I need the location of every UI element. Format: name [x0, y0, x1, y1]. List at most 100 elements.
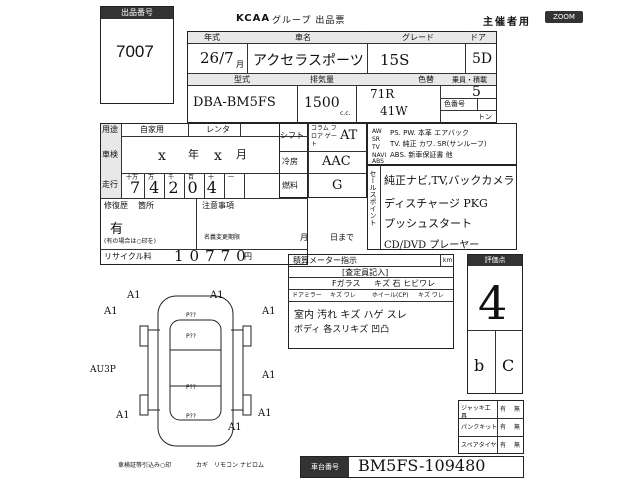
equipment-line-3: ABS. 新車保証書 他: [390, 151, 453, 159]
usage-rental: レンタ: [206, 125, 230, 134]
car-info-grid: [187, 31, 497, 123]
organizer-label: 主催者用: [483, 17, 531, 28]
shaken-year: 年: [188, 148, 199, 161]
zoom-badge: ZOOM: [545, 11, 583, 23]
inspection-note-2: ボディ 各スリキズ 凹凸: [294, 325, 390, 335]
tool-jack-no: 無: [514, 406, 521, 413]
inspector-label: [査定員記入]: [342, 268, 389, 277]
shaken-label: 車検: [102, 150, 118, 159]
year-month-label: 月: [236, 60, 244, 69]
fuel-value: G: [332, 178, 343, 193]
mirror-label: ドアミラー: [292, 292, 322, 299]
mileage-unit-4: 十: [208, 174, 215, 181]
tool-spare: スペアタイヤ: [461, 442, 497, 449]
equipment-item-aw: AW: [372, 128, 382, 135]
replace-meter-label: 積算メーター指示: [293, 256, 357, 265]
panel-p-3: P??: [186, 384, 196, 391]
name-change-day: 日まで: [330, 233, 354, 242]
doors-value: 5D: [472, 51, 493, 67]
damage-mark-7: AU3P: [90, 365, 116, 375]
mileage-unit-1: 万: [148, 174, 155, 181]
damage-mark-1: A1: [104, 306, 118, 317]
tool-puncture: パンクキット: [461, 424, 498, 431]
damage-mark-6: A1: [258, 408, 272, 419]
mirror-options: キズ ワレ: [330, 292, 356, 299]
col-displacement: 排気量: [310, 75, 334, 84]
mileage-unit-0: 十万: [126, 174, 139, 181]
mileage-value: 74204: [130, 178, 226, 197]
col-year: 年式: [204, 33, 220, 42]
chassis-label: 車台番号: [301, 457, 349, 477]
equipment-block: [367, 123, 517, 165]
diagram-remocon: リモコン: [214, 462, 239, 469]
equipment-item-tv: TV: [372, 144, 380, 151]
usage-own: 自家用: [140, 125, 164, 134]
damage-mark-9: A1: [228, 422, 242, 433]
lot-number-label: 出品番号: [101, 7, 173, 19]
color-code-value: 71R: [370, 87, 395, 101]
caution-label: 注意事項: [202, 201, 234, 210]
damage-mark-8: A1: [116, 410, 130, 421]
color-no-value: 41W: [380, 104, 408, 118]
equipment-line-1: PS. PW. 本革 エアバック: [390, 129, 469, 137]
damage-mark-3: A1: [210, 290, 224, 301]
col-capacity: 乗員・積載: [452, 76, 487, 84]
diagram-footer: 車検証等引込み○印: [118, 462, 172, 469]
fglass-options: キズ 石 ヒビワレ: [374, 279, 436, 288]
sales-note-2: ディスチャージ PKG: [384, 197, 488, 210]
damage-mark-5: A1: [262, 370, 276, 381]
vehicle-status-block: [100, 123, 308, 265]
wheel-options: キズ ワレ: [418, 292, 444, 299]
score-value: 4: [478, 276, 508, 330]
repair-note: (有の場合は○印を): [104, 238, 156, 245]
col-model: 型式: [234, 75, 250, 84]
lot-number: 7007: [116, 42, 154, 61]
damage-mark-4: A1: [262, 306, 276, 317]
repair-value: 有: [110, 222, 124, 237]
equipment-item-abs: ABS: [372, 158, 384, 165]
sales-note-4: CD/DVD プレーヤー: [384, 240, 480, 251]
chassis-row: [300, 456, 524, 478]
mileage-unit-2: 千: [168, 174, 175, 181]
header-logo: KCAA: [236, 13, 271, 24]
panel-p-2: P??: [186, 333, 196, 340]
model-value: DBA-BM5FS: [193, 95, 276, 110]
shaken-x2: x: [214, 148, 222, 164]
equipment-line-2: TV. 純正 カワ. SR(サンルーフ): [390, 140, 487, 148]
col-doors: ドア: [470, 33, 486, 42]
name-change-month: 月: [300, 233, 308, 242]
displacement-value: 1500: [304, 95, 340, 111]
fuel-label: 燃料: [282, 181, 298, 190]
tools-block: [458, 400, 524, 454]
cc-label: c.c.: [340, 110, 351, 117]
tool-spare-no: 無: [514, 442, 521, 449]
km-label: km: [443, 257, 453, 264]
panel-p-1: P??: [186, 312, 196, 319]
sales-point-label: セールスポイント: [369, 170, 377, 226]
lot-number-box: [100, 6, 174, 104]
wheel-label: ホイール(CP): [372, 292, 409, 299]
mileage-unit-5: 一: [228, 174, 235, 181]
inspection-note-1: 室内 汚れ キズ ハゲ スレ: [294, 310, 407, 321]
col-grade: グレード: [402, 33, 434, 42]
car-damage-diagram: [139, 295, 252, 447]
name-change-label: 名義変更期限: [204, 234, 241, 241]
recycle-yen: 円: [244, 252, 252, 261]
year-value: 26/7: [200, 49, 234, 67]
tool-puncture-yes: 有: [500, 424, 507, 431]
recycle-value: 10770: [174, 247, 252, 265]
sales-point-block: [367, 165, 517, 250]
shaken-x1: x: [158, 148, 166, 164]
sales-note-1: 純正ナビ,TV,バックカメラ: [384, 174, 515, 187]
repair-label: 修復歴: [104, 201, 128, 210]
equipment-item-navi: NAVI: [372, 152, 387, 159]
panel-p-4: P??: [186, 413, 196, 420]
shaken-month: 月: [236, 148, 247, 161]
equipment-item-sr: SR: [372, 136, 380, 143]
repair-place-label: 箇所: [138, 201, 154, 210]
capacity-value: 5: [472, 84, 481, 100]
diagram-key: カギ: [196, 462, 209, 469]
usage-label: 用途: [102, 125, 118, 134]
score-interior: b: [474, 356, 485, 375]
tool-puncture-no: 無: [514, 424, 521, 431]
